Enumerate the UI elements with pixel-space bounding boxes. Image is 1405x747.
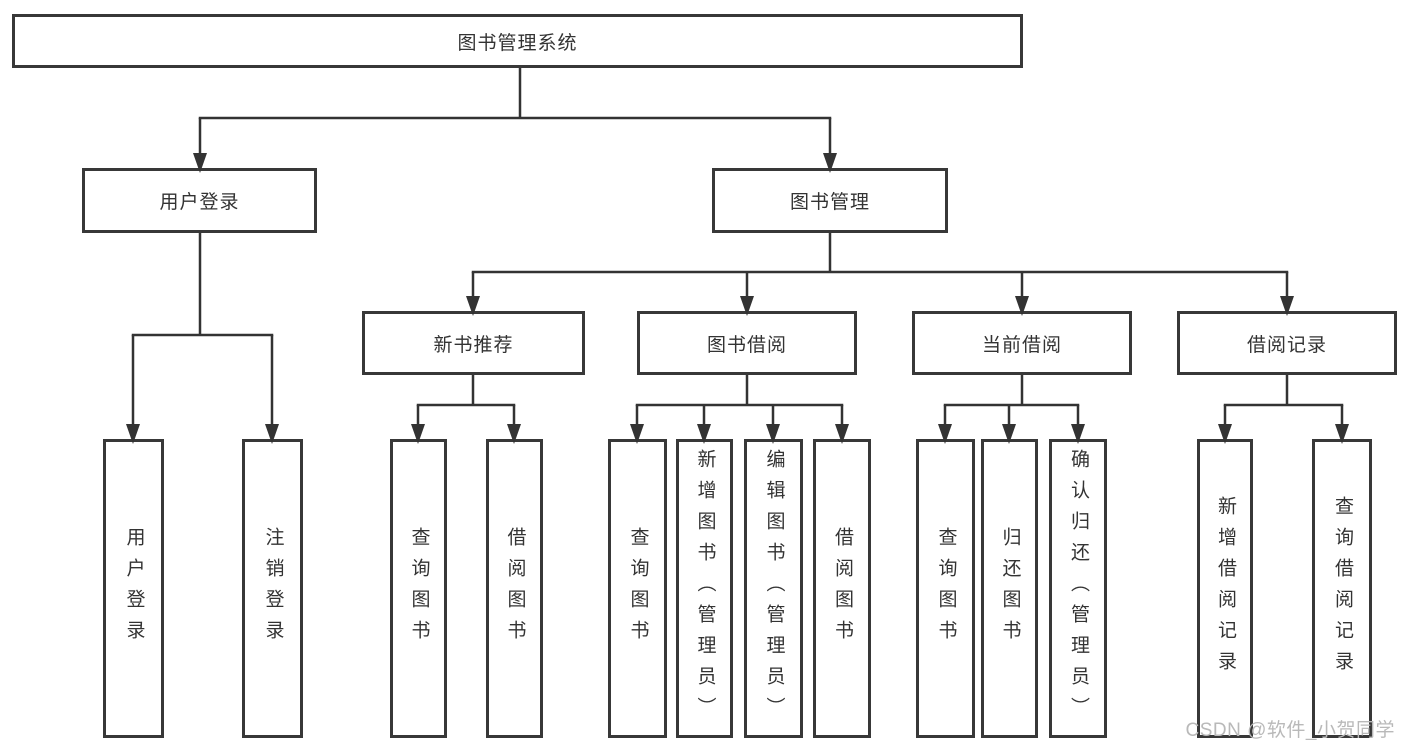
node-add-borrow-record: 新增借阅记录 <box>1197 439 1253 738</box>
node-label: 新增图书（管理员） <box>694 449 716 728</box>
node-user-login-leaf: 用户登录 <box>103 439 164 738</box>
node-label: 借阅图书 <box>504 526 526 651</box>
node-label: 图书借阅 <box>706 334 787 356</box>
node-query-books-recommend: 查询图书 <box>390 439 447 738</box>
node-label: 编辑图书（管理员） <box>763 449 785 728</box>
node-borrow-books-recommend: 借阅图书 <box>486 439 543 738</box>
node-edit-book-admin: 编辑图书（管理员） <box>744 439 803 738</box>
node-label: 新书推荐 <box>433 334 514 356</box>
node-label: 新增借阅记录 <box>1214 495 1236 682</box>
node-label: 图书管理 <box>789 192 870 213</box>
node-book-borrowing: 图书借阅 <box>637 311 857 375</box>
node-label: 归还图书 <box>999 526 1021 651</box>
node-label: 借阅图书 <box>831 526 853 651</box>
node-label: 当前借阅 <box>981 334 1062 356</box>
node-label: 查询借阅记录 <box>1331 495 1353 682</box>
node-label: 查询图书 <box>408 526 430 651</box>
node-label: 确认归还（管理员） <box>1067 449 1089 728</box>
node-query-books-current: 查询图书 <box>916 439 975 738</box>
node-book-management: 图书管理 <box>712 168 948 233</box>
node-label: 图书管理系统 <box>457 32 578 54</box>
node-label: 查询图书 <box>935 526 957 651</box>
node-new-book-recommend: 新书推荐 <box>362 311 585 375</box>
node-borrow-books-borrowing: 借阅图书 <box>813 439 871 738</box>
node-label: 用户登录 <box>159 192 240 213</box>
node-user-login: 用户登录 <box>82 168 317 233</box>
node-label: 查询图书 <box>627 526 649 651</box>
node-return-book: 归还图书 <box>981 439 1038 738</box>
node-add-book-admin: 新增图书（管理员） <box>676 439 733 738</box>
node-label: 借阅记录 <box>1246 334 1327 356</box>
node-current-borrowing: 当前借阅 <box>912 311 1132 375</box>
node-confirm-return-admin: 确认归还（管理员） <box>1049 439 1107 738</box>
watermark: CSDN @软件_小贺同学 <box>1185 720 1395 741</box>
node-label: 用户登录 <box>123 526 145 651</box>
node-borrowing-records: 借阅记录 <box>1177 311 1397 375</box>
node-query-books-borrowing: 查询图书 <box>608 439 667 738</box>
node-label: 注销登录 <box>262 526 284 651</box>
node-query-borrow-record: 查询借阅记录 <box>1312 439 1372 738</box>
node-logout-leaf: 注销登录 <box>242 439 303 738</box>
node-library-system: 图书管理系统 <box>12 14 1023 68</box>
